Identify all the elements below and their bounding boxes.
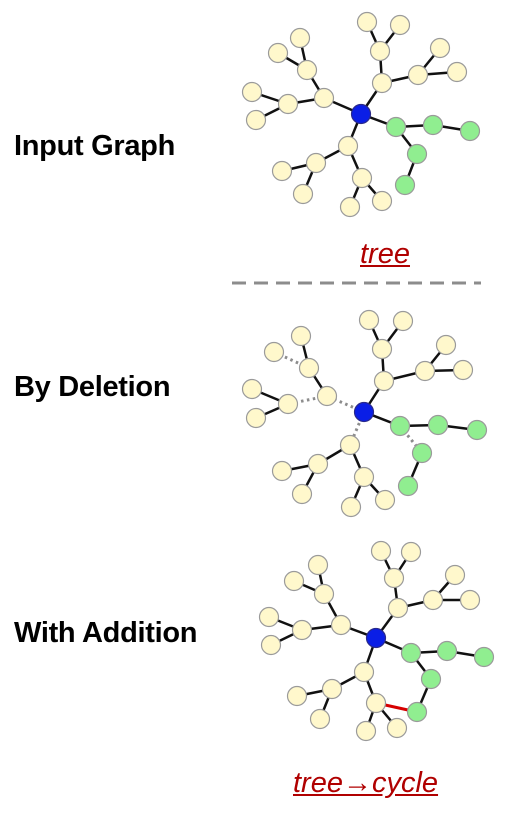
tree-node	[267, 42, 289, 64]
chain-node	[466, 419, 488, 441]
deletion-graph	[241, 309, 488, 518]
tree-node	[309, 708, 331, 730]
chain-node	[400, 642, 422, 664]
tree-node	[400, 541, 422, 563]
tree-node	[313, 87, 335, 109]
root-node	[353, 401, 375, 423]
tree-node	[365, 692, 387, 714]
chain-node	[422, 114, 444, 136]
tree-node	[351, 167, 373, 189]
tree-node	[371, 338, 393, 360]
chain-node	[420, 668, 442, 690]
tree-node	[305, 152, 327, 174]
tree-node	[263, 341, 285, 363]
tree-node	[358, 309, 380, 331]
tree-node	[277, 93, 299, 115]
label-input-graph: Input Graph	[14, 130, 176, 162]
tree-node	[446, 61, 468, 83]
tree-node	[386, 717, 408, 739]
chain-node	[473, 646, 495, 668]
tree-node	[271, 460, 293, 482]
chain-node	[389, 415, 411, 437]
tree-node	[392, 310, 414, 332]
caption-tree: tree	[360, 238, 410, 270]
tree-node	[444, 564, 466, 586]
tree-node	[291, 483, 313, 505]
tree-node	[353, 466, 375, 488]
tree-node	[286, 685, 308, 707]
tree-node	[245, 407, 267, 429]
tree-node	[245, 109, 267, 131]
tree-node	[321, 678, 343, 700]
tree-node	[330, 614, 352, 636]
chain-node	[436, 640, 458, 662]
chain-node	[406, 701, 428, 723]
tree-node	[339, 196, 361, 218]
tree-node	[369, 40, 391, 62]
tree-node	[387, 597, 409, 619]
tree-node	[383, 567, 405, 589]
label-with-addition: With Addition	[14, 617, 198, 649]
tree-node	[353, 661, 375, 683]
tree-node	[374, 489, 396, 511]
tree-node	[313, 583, 335, 605]
tree-node	[389, 14, 411, 36]
tree-node	[277, 393, 299, 415]
tree-node	[290, 325, 312, 347]
chain-node	[406, 143, 428, 165]
tree-node	[371, 190, 393, 212]
tree-node	[260, 634, 282, 656]
chain-node	[427, 414, 449, 436]
tree-node	[241, 378, 263, 400]
root-node	[350, 103, 372, 125]
tree-node	[459, 589, 481, 611]
tree-node	[429, 37, 451, 59]
chain-node	[397, 475, 419, 497]
tree-node	[292, 183, 314, 205]
caption-tree-to-cycle: tree→cycle	[293, 767, 439, 799]
tree-node	[371, 72, 393, 94]
tree-node	[258, 606, 280, 628]
tree-node	[407, 64, 429, 86]
tree-node	[291, 619, 313, 641]
tree-node	[289, 27, 311, 49]
tree-node	[373, 370, 395, 392]
tree-node	[370, 540, 392, 562]
tree-node	[316, 385, 338, 407]
tree-node	[452, 359, 474, 381]
tree-node	[422, 589, 444, 611]
chain-node	[394, 174, 416, 196]
tree-node	[340, 496, 362, 518]
tree-node	[356, 11, 378, 33]
tree-node	[414, 360, 436, 382]
tree-node	[298, 357, 320, 379]
chain-node	[385, 116, 407, 138]
tree-node	[435, 334, 457, 356]
tree-node	[271, 160, 293, 182]
label-by-deletion: By Deletion	[14, 371, 171, 403]
tree-node	[296, 59, 318, 81]
tree-node	[355, 720, 377, 742]
root-node	[365, 627, 387, 649]
tree-node	[283, 570, 305, 592]
tree-node	[241, 81, 263, 103]
tree-node	[339, 434, 361, 456]
tree-node	[307, 453, 329, 475]
tree-node	[307, 554, 329, 576]
chain-node	[411, 442, 433, 464]
addition-graph	[258, 540, 495, 742]
chain-node	[459, 120, 481, 142]
tree-node	[337, 135, 359, 157]
input-graph	[241, 11, 481, 218]
